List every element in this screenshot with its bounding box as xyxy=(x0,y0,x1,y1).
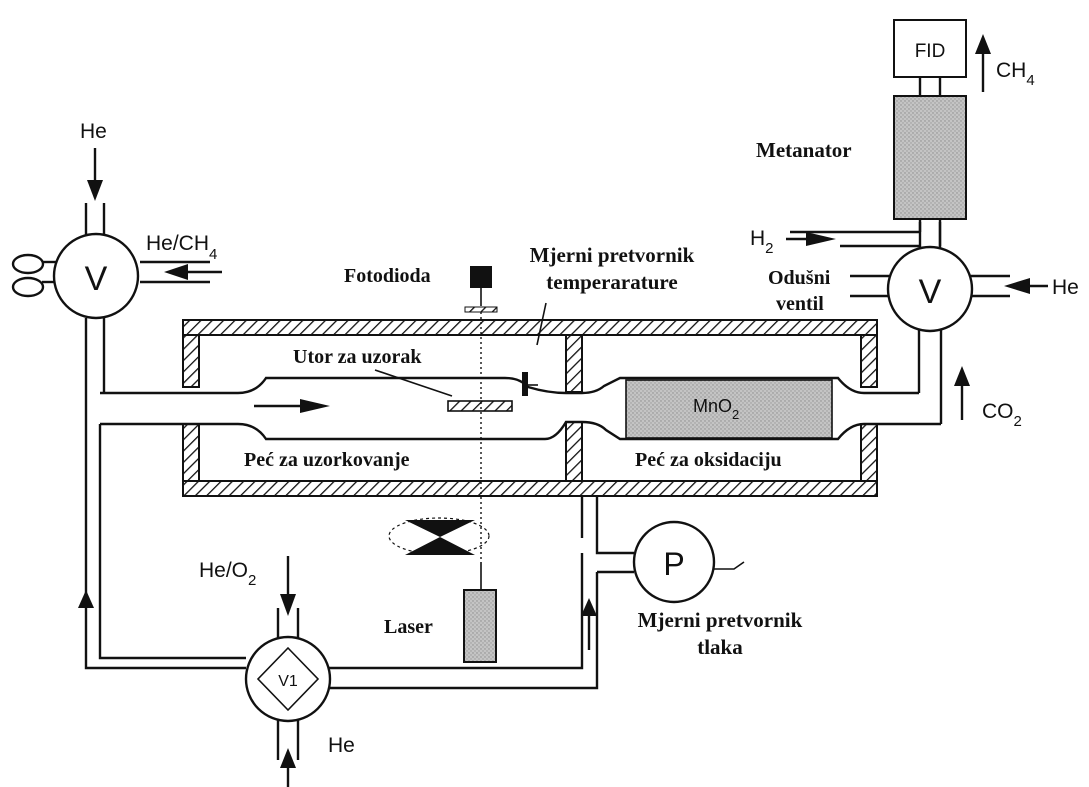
laser xyxy=(463,589,497,663)
fid-label: FID xyxy=(915,41,946,62)
co2-label: CO2 xyxy=(982,400,1022,430)
mno2-label: MnO2 xyxy=(693,396,739,422)
flow-arrow xyxy=(254,399,330,413)
pressure-sensor-label-2: tlaka xyxy=(697,635,743,659)
left-valve-label: V xyxy=(85,260,108,298)
vent-label-1: Odušni xyxy=(768,267,831,289)
h2-label: H2 xyxy=(750,227,774,257)
laser-label: Laser xyxy=(384,616,433,638)
right-return-tubes xyxy=(316,553,599,690)
fotodioda-label: Fotodioda xyxy=(344,265,431,287)
oven-divider-upper xyxy=(565,334,583,393)
mno2-catalyst: MnO2 xyxy=(625,379,833,439)
h2-sub: 2 xyxy=(765,240,773,257)
photodiode xyxy=(470,266,492,288)
temperature-sensor: Mjerni pretvornik temperarature xyxy=(522,243,695,396)
optics: Fotodioda Laser xyxy=(344,265,498,663)
oven-right-wall-lower xyxy=(860,423,878,482)
he-o2-label: He/O2 xyxy=(199,559,256,589)
sample-slot-label: Utor za uzorak xyxy=(293,346,422,368)
mno2-text: MnO xyxy=(693,396,732,416)
left-valve-circle xyxy=(52,232,140,320)
he-top-label: He xyxy=(80,120,107,143)
metanator: Metanator xyxy=(756,78,967,246)
temp-sensor-label-1: Mjerni pretvornik xyxy=(530,243,695,267)
co2-sub: 2 xyxy=(1014,413,1022,430)
pressure-sensor: P Mjerni pretvornik tlaka xyxy=(580,496,803,659)
he-bottom-arrow xyxy=(280,748,296,768)
metanator-body xyxy=(893,95,967,220)
photodiode-window xyxy=(464,306,498,313)
ch4-out-text: CH xyxy=(996,59,1026,82)
oxidation-oven-label: Peć za oksidaciju xyxy=(635,449,782,471)
he-ch4-inlet-arrow xyxy=(164,264,188,280)
metanator-label: Metanator xyxy=(756,138,852,162)
v1-valve: V1 He/O2 He xyxy=(199,556,355,787)
upflow-arrow-left xyxy=(78,590,94,608)
oven-left-wall-upper xyxy=(182,334,200,388)
vent-label-2: ventil xyxy=(776,293,824,315)
he-right-label: He xyxy=(1052,276,1079,299)
he-bottom-label: He xyxy=(328,734,355,757)
he-inlet-arrow xyxy=(87,180,103,201)
pressure-sensor-label-1: Mjerni pretvornik xyxy=(638,608,803,632)
temp-sensor-label-2: temperarature xyxy=(546,270,677,294)
ch4-out-sub: 4 xyxy=(1026,72,1034,89)
h2-inlet: H2 xyxy=(750,227,920,257)
fid: FID CH4 xyxy=(893,19,1035,92)
fan-blade-upper xyxy=(11,253,45,275)
mno2-bed xyxy=(625,379,833,439)
v1-label: V1 xyxy=(278,673,298,690)
right-valve-circle xyxy=(886,245,974,333)
oven-left-wall-lower xyxy=(182,423,200,482)
left-valve: V xyxy=(11,203,210,320)
he-ch4-label: He/CH4 xyxy=(146,232,217,263)
chopper-blade xyxy=(405,520,475,555)
oven-bottom-wall xyxy=(182,480,878,497)
co2-output: CO2 xyxy=(954,366,1022,430)
oven-divider-lower xyxy=(565,421,583,482)
ch4-out-label: CH4 xyxy=(996,59,1035,89)
v1-circle xyxy=(244,635,332,723)
pressure-gauge-label: P xyxy=(663,546,684,582)
left-valve-inlets: He He/CH4 xyxy=(80,120,222,280)
he-o2-inlet-arrow xyxy=(280,594,296,616)
fid-box xyxy=(893,19,967,78)
he-ch4-sub: 4 xyxy=(209,246,217,263)
right-valve: V He Odušni ventil xyxy=(768,222,1079,424)
oven-top-wall xyxy=(182,319,878,336)
he-right-arrow xyxy=(1004,278,1030,294)
he-o2-text: He/O xyxy=(199,559,248,582)
gas-tube xyxy=(100,376,941,441)
sampling-oven-label: Peć za uzorkovanje xyxy=(244,449,410,471)
he-ch4-text: He/CH xyxy=(146,232,209,255)
oven-block xyxy=(182,319,878,497)
mno2-sub: 2 xyxy=(732,407,739,422)
right-valve-label: V xyxy=(919,273,942,311)
h2-text: H xyxy=(750,227,765,250)
upflow-arrow-right xyxy=(581,598,597,616)
co2-text: CO xyxy=(982,400,1014,423)
he-o2-sub: 2 xyxy=(248,572,256,589)
fan-blade-lower xyxy=(11,276,45,298)
pressure-gauge xyxy=(632,520,716,604)
left-tubes xyxy=(78,318,246,670)
sample-slot: Utor za uzorak xyxy=(293,346,513,412)
h2-arrow xyxy=(806,232,836,246)
oven-right-wall-upper xyxy=(860,334,878,388)
sample-holder xyxy=(447,400,513,412)
